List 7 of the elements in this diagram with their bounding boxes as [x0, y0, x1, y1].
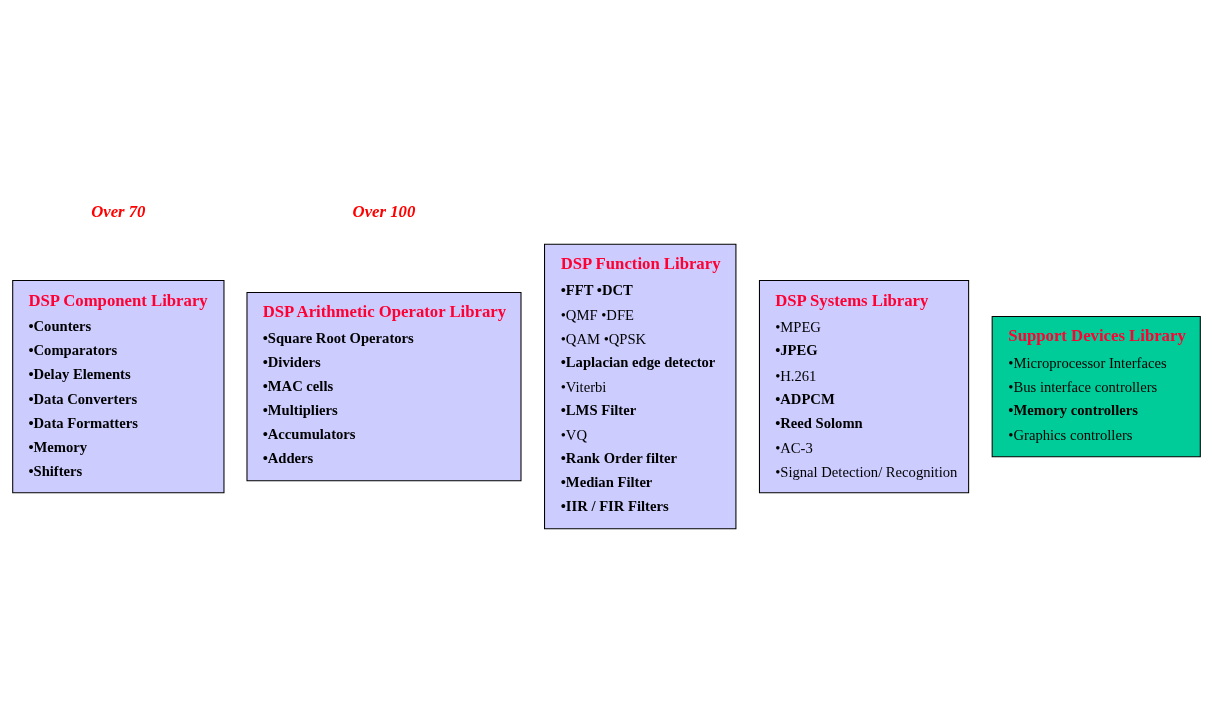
node-box: DSP Arithmetic Operator Library •Square Root Operators •Dividers •MAC cells •Multipliers •Accumulators •Adders — [246, 291, 522, 482]
label: Over 70 — [91, 201, 146, 221]
node-box: DSP Component Library •Counters •Comparators •Delay Elements •Data Converters •Data Formatters •Memory •Shifters — [12, 279, 225, 494]
node-box: Support Devices Library •Microprocessor Interfaces •Bus interface controllers •Memory controllers •Graphics controllers — [991, 315, 1201, 458]
node-box: DSP Function Library •FFT •DCT •QMF •DFE •QAM •QPSK •Laplacian edge detector •Viterbi •LMS Filter •VQ •Rank Order filter •Median Filter •IIR / FIR Filters — [544, 243, 737, 530]
node-box: DSP Systems Library •MPEG •JPEG •H.261 •ADPCM •Reed Solomn •AC-3 •Signal Detection/ Recognition — [758, 279, 970, 494]
label: Over 100 — [352, 201, 416, 221]
